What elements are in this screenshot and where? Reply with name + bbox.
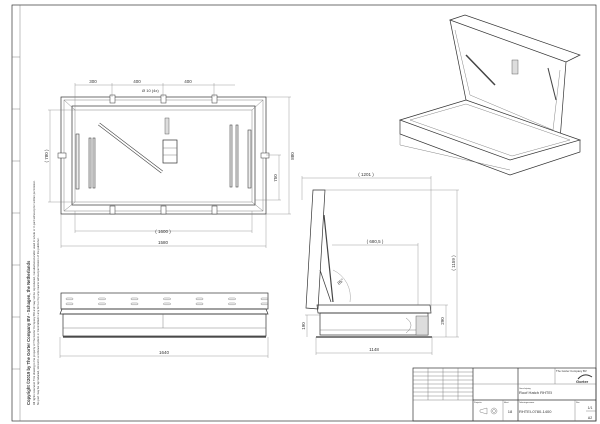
dim-300: 300 <box>89 79 97 84</box>
louvre-slot <box>130 297 139 300</box>
louvre-slot <box>260 297 269 300</box>
sheet-number: 1/1 <box>588 406 593 410</box>
louvre-slot <box>65 297 74 300</box>
hole-note: Ø 10 (4x) <box>142 88 159 93</box>
louvre-slot <box>130 302 139 305</box>
louvre-slot <box>65 302 74 305</box>
dim-880: 880 <box>290 152 295 160</box>
dim-1201: ( 1201 ) <box>358 172 374 177</box>
size-label: Maat <box>504 401 509 404</box>
dim-190: 190 <box>301 322 306 330</box>
gorter-logo: Gorter <box>576 374 593 384</box>
revision-label: Rev <box>576 402 580 404</box>
louvre-slot <box>195 302 204 305</box>
copyright-notice: Copyright ©2019 by The Gorter Company BV… <box>26 180 40 405</box>
projection-label: Projectie <box>474 401 483 404</box>
drawing-number-label: Tekeningnummer <box>519 402 535 404</box>
dim-400-right: 400 <box>184 79 192 84</box>
svg-text:Gorter: Gorter <box>576 379 589 384</box>
description: Roof Hatch RHTEI <box>519 390 552 395</box>
dim-400-left: 400 <box>133 79 141 84</box>
sheet-frame <box>11 4 597 422</box>
front-view: 1640 <box>59 292 269 358</box>
dim-1640: 1640 <box>159 350 170 355</box>
description-label: Omschrijving <box>519 388 531 390</box>
louvre-slot <box>228 302 236 305</box>
copyright-line-2: No part may be reproduced, stored in a r… <box>36 237 40 405</box>
paper-format: A2 <box>588 416 592 420</box>
louvre-slot <box>163 297 171 300</box>
title-block: The Gorter Company BV Gorter Omschrijvin… <box>412 367 597 422</box>
dim-780: ( 780 ) <box>44 149 49 163</box>
copyright-line-1: All rights reserved. This drawing is the… <box>32 180 36 405</box>
dim-290: 290 <box>440 317 445 325</box>
top-view: 300 400 400 Ø 10 (4x) ( 1600 ) 1580 ( 78… <box>44 79 295 248</box>
size-value: 18 <box>508 409 513 414</box>
dim-1159: ( 1159 ) <box>451 255 456 271</box>
dim-750: 750 <box>273 174 278 182</box>
louvre-slot <box>260 302 269 305</box>
dim-680-5: ( 680,5 ) <box>367 239 384 244</box>
dim-1580: 1580 <box>158 240 169 245</box>
dim-1148: 1148 <box>369 347 379 352</box>
louvre-slot <box>98 302 106 305</box>
louvre-slot <box>195 297 204 300</box>
drawing-number: RHTEI-0780-1400 <box>519 409 552 414</box>
louvre-slot <box>228 297 236 300</box>
dim-1600: ( 1600 ) <box>155 229 171 234</box>
isometric-view <box>398 14 582 176</box>
copyright-title: Copyright ©2019 by The Gorter Company BV… <box>26 260 31 405</box>
angle-85: 85° <box>336 277 345 285</box>
louvre-slot <box>98 297 106 300</box>
side-view: ( 1201 ) ( 680,5 ) ( 1159 ) 85° 190 290 … <box>301 172 459 355</box>
louvre-slot <box>163 302 171 305</box>
company-name: The Gorter Company BV <box>556 369 587 373</box>
projection-symbol-icon <box>479 407 498 415</box>
